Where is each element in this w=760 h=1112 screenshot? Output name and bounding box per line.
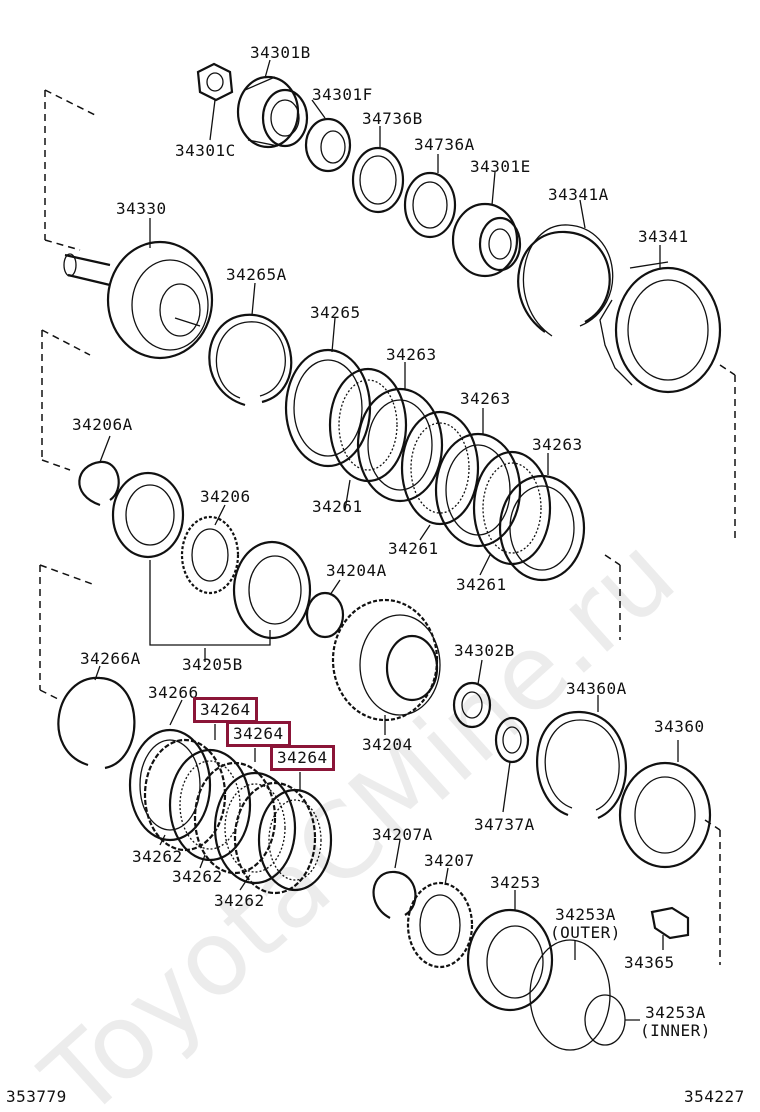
part-label: 34360A (566, 679, 627, 698)
flange-plate-34265 (284, 348, 372, 468)
part-label: 34204 (362, 735, 413, 754)
snap-ring-34341A (517, 224, 614, 337)
part-label: 34265A (226, 265, 287, 284)
clutch-plate-34262-b (193, 761, 277, 875)
part-label: 34301E (470, 157, 531, 176)
snap-ring-34265A (208, 313, 293, 407)
part-label: 34262 (214, 891, 265, 910)
o-ring-34204A (305, 591, 345, 639)
part-label: 34207A (372, 825, 433, 844)
bearing-34302B (452, 681, 492, 729)
bearing-race-34301F (304, 117, 352, 173)
part-label: 34262 (172, 867, 223, 886)
part-label: 34736B (362, 109, 423, 128)
part-label: 34341A (548, 185, 609, 204)
part-label: 34207 (424, 851, 475, 870)
flange-plate-34266 (128, 728, 212, 842)
part-label: 34266A (80, 649, 141, 668)
clutch-disc-34261-c (472, 450, 552, 566)
bearing-34301E (451, 202, 522, 278)
clutch-plate-34263-c (498, 474, 586, 582)
clutch-disc-34264-a (168, 748, 252, 862)
alignment-guide (39, 564, 96, 701)
planetary-carrier-34330 (63, 240, 214, 360)
clutch-disc-34261-b (400, 410, 480, 526)
bearing-34301B (236, 75, 309, 149)
part-label: 34205B (182, 655, 243, 674)
part-label-highlighted[interactable]: 34264 (270, 745, 335, 771)
part-label: 34263 (460, 389, 511, 408)
alignment-guide (719, 364, 736, 540)
clutch-plate-34262-c (233, 781, 317, 895)
part-label: 34206 (200, 487, 251, 506)
thrust-washer-34736B (351, 146, 405, 214)
part-label: 34302B (454, 641, 515, 660)
part-label: 34262 (132, 847, 183, 866)
part-label-highlighted[interactable]: 34264 (226, 721, 291, 747)
part-label: 34261 (456, 575, 507, 594)
diagram-id-left: 353779 (6, 1087, 67, 1106)
o-ring-34253A-outer (529, 939, 611, 1051)
part-label: 34265 (310, 303, 361, 322)
part-label: 34341 (638, 227, 689, 246)
one-way-clutch-34360 (618, 761, 712, 869)
part-label: 34206A (72, 415, 133, 434)
snap-ring-34207A (372, 870, 417, 919)
alignment-guide (41, 329, 91, 471)
clutch-drum-34341 (599, 261, 722, 394)
leader-lines (94, 59, 679, 1021)
part-label-highlighted[interactable]: 34264 (193, 697, 258, 723)
nut-34301C (196, 62, 234, 102)
part-label: 34204A (326, 561, 387, 580)
clutch-disc-34264-b (213, 771, 297, 885)
snap-ring-34206A (78, 460, 120, 507)
clutch-plate-34263-a (356, 387, 444, 503)
part-label: 34266 (148, 683, 199, 702)
part-label: 34263 (386, 345, 437, 364)
part-label: 34301F (312, 85, 373, 104)
thrust-washer-34736A (403, 171, 457, 239)
thrust-washer-34737A (494, 716, 530, 764)
part-label: 34301C (175, 141, 236, 160)
snap-ring-34266A (57, 676, 136, 770)
return-spring-34207 (406, 881, 474, 969)
part-label: 34263 (532, 435, 583, 454)
part-label: 34330 (116, 199, 167, 218)
clutch-plate-34263-b (434, 432, 522, 548)
part-label: 34253A (OUTER) (550, 905, 621, 942)
alignment-guide (44, 89, 96, 251)
piston-34253 (466, 908, 554, 1012)
snap-ring-34360A (536, 710, 627, 820)
part-label: 34365 (624, 953, 675, 972)
one-way-clutch-assembly-34205B (111, 471, 312, 646)
alignment-guide (604, 554, 621, 640)
part-label: 34736A (414, 135, 475, 154)
part-label: 34301B (250, 43, 311, 62)
o-ring-34253A-inner (584, 994, 626, 1046)
part-label: 34253A (INNER) (640, 1003, 711, 1040)
clip-34365 (650, 906, 690, 940)
clutch-plate-34262-a (143, 738, 227, 852)
part-label: 34360 (654, 717, 705, 736)
clutch-disc-34264-c (257, 788, 333, 892)
alignment-guide (704, 819, 721, 965)
part-label: 34253 (490, 873, 541, 892)
part-label: 34261 (388, 539, 439, 558)
part-label: 34261 (312, 497, 363, 516)
part-label: 34737A (474, 815, 535, 834)
diagram-id-right: 354227 (684, 1087, 745, 1106)
